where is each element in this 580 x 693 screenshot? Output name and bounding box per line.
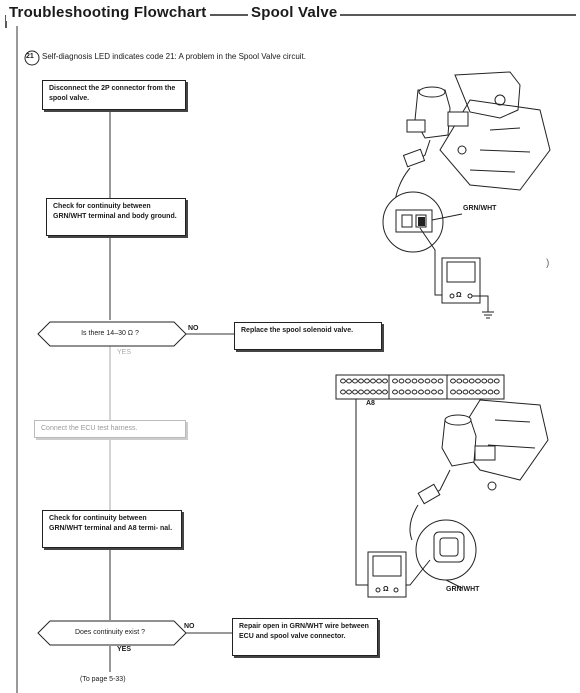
ecu-connector-pin xyxy=(411,389,418,395)
ecu-connector-pin xyxy=(364,378,370,384)
step-check-ground-box: Check for continuity between GRN/WHT ter… xyxy=(46,198,186,236)
page-header: Troubleshooting Flowchart Spool Valve xyxy=(0,2,580,28)
ecu-connector-pin xyxy=(456,389,463,395)
ecu-connector-pin xyxy=(481,389,488,395)
ecu-connector-pin xyxy=(392,378,398,384)
ecu-connector-pin xyxy=(382,378,388,384)
ecu-connector-pin xyxy=(398,389,405,395)
code-badge: 21 xyxy=(26,53,34,60)
ecu-connector-pin xyxy=(468,389,475,395)
step-repair-box: Repair open in GRN/WHT wire between ECU … xyxy=(232,618,378,656)
ecu-connector-pin xyxy=(424,378,431,384)
ecu-connector-pin xyxy=(358,378,364,384)
ecu-connector-pin xyxy=(462,389,469,395)
a8-label: A8 xyxy=(366,400,375,407)
ohm-symbol-top: Ω xyxy=(456,292,462,299)
ecu-connector-pin xyxy=(487,389,494,395)
ecu-connector-pin xyxy=(418,389,424,395)
ecu-connector-pin xyxy=(450,378,456,384)
no-label-2: NO xyxy=(184,623,195,630)
ecu-connector-pin xyxy=(352,389,358,395)
ecu-connector-pin xyxy=(392,389,398,395)
ecu-connector-pin xyxy=(405,389,411,395)
step-check-a8-box: Check for continuity between GRN/WHT ter… xyxy=(42,510,182,548)
ecu-connector-pin xyxy=(352,378,358,384)
yes-label-1: YES xyxy=(117,349,132,356)
ecu-connector-pin xyxy=(437,389,444,395)
ecu-connector-pin xyxy=(431,378,437,384)
ecu-connector-pin xyxy=(475,378,481,384)
ecu-connector-pin xyxy=(346,378,352,384)
ecu-connector-pin xyxy=(376,378,382,384)
ecu-connector-pin xyxy=(475,389,481,395)
ecu-connector-pin xyxy=(418,378,424,384)
ecu-connector-pin xyxy=(487,378,494,384)
to-page-note: (To page 5-33) xyxy=(80,676,126,683)
ecu-connector-pin xyxy=(493,389,500,395)
ecu-connector-pin xyxy=(431,389,437,395)
ecu-connector-pin xyxy=(493,378,500,384)
ohm-symbol-bottom: Ω xyxy=(383,586,389,593)
ecu-connector-pin xyxy=(411,378,418,384)
ecu-connector-pin xyxy=(405,378,411,384)
grn-wht-label-bottom: GRN/WHT xyxy=(446,586,480,593)
no-label-1: NO xyxy=(188,325,199,332)
ecu-connector-pin xyxy=(370,389,376,395)
step-disconnect-box: Disconnect the 2P connector from the spo… xyxy=(42,80,186,110)
ecu-connector-pin xyxy=(340,389,346,395)
step-replace-box: Replace the spool solenoid valve. xyxy=(234,322,382,350)
ecu-connector-pin xyxy=(364,389,370,395)
decision-2-text: Does continuity exist ? xyxy=(74,629,146,636)
yes-label-2: YES xyxy=(117,646,132,653)
ecu-connector-pin xyxy=(424,389,431,395)
decision-1-text: Is there 14–30 Ω ? xyxy=(81,330,139,337)
ecu-connector-pin xyxy=(358,389,364,395)
ecu-connector-pin xyxy=(376,389,382,395)
ecu-connector-pin xyxy=(340,378,346,384)
intro-note: Self-diagnosis LED indicates code 21: A … xyxy=(42,52,306,61)
grn-wht-label-top: GRN/WHT xyxy=(463,205,497,212)
ecu-connector-pin xyxy=(462,378,469,384)
ecu-connector-pin xyxy=(450,389,456,395)
ecu-connector-pin xyxy=(382,389,388,395)
step-ecu-harness-box: Connect the ECU test harness. xyxy=(34,420,186,438)
ecu-connector-pin xyxy=(398,378,405,384)
ecu-connector-pin xyxy=(437,378,444,384)
page-title: Troubleshooting Flowchart xyxy=(6,4,210,21)
margin-mark: ) xyxy=(546,258,550,269)
ecu-connector-pin xyxy=(468,378,475,384)
ecu-connector-pin xyxy=(481,378,488,384)
ecu-connector-pin xyxy=(370,378,376,384)
ecu-connector-pin xyxy=(346,389,352,395)
ecu-connector-pin xyxy=(456,378,463,384)
page-subtitle: Spool Valve xyxy=(248,4,341,21)
